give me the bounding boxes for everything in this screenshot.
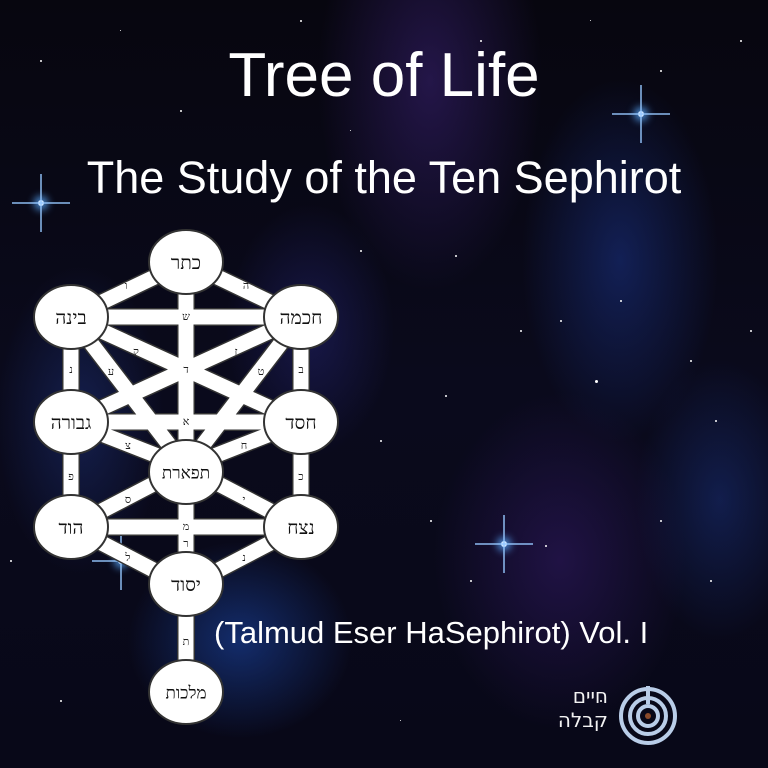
svg-text:נצח: נצח [287,517,314,539]
sefira-netzach [263,494,339,560]
svg-text:צ: צ [125,439,131,452]
svg-text:נ: נ [69,363,73,376]
sefira-hod [33,494,109,560]
bright-star-icon [12,174,70,232]
logo-text: חיים קבלה [556,684,608,732]
tree-of-life-diagram: ו ה ש ד ק ז ע ט נ ב א צ ח פ כ ס י מ ר ל [26,222,346,742]
svg-text:כ: כ [298,470,303,483]
bright-star-icon [612,85,670,143]
svg-text:יסוד: יסוד [171,574,201,596]
svg-text:ע: ע [108,365,114,378]
sefira-keter [148,229,224,295]
bright-star-icon [475,515,533,573]
svg-text:הוד: הוד [59,517,84,539]
path-letters: ו ה ש ד ק ז ע ט נ ב א צ ח פ כ ס י מ ר ל [68,279,304,648]
svg-text:ל: ל [124,551,130,564]
cover-subtitle: The Study of the Ten Sephirot [86,152,682,203]
svg-text:ב: ב [298,363,303,376]
sefira-chesed [263,389,339,455]
svg-text:י: י [243,493,246,506]
svg-text:מלכות: מלכות [165,684,206,704]
svg-text:גבורה: גבורה [51,412,92,434]
sefira-yesod [148,551,224,617]
concentric-circles-icon [616,684,680,748]
svg-text:ח: ח [241,439,248,452]
svg-text:מ: מ [183,520,190,533]
svg-text:א: א [183,415,190,428]
sefira-gevurah [33,389,109,455]
svg-text:ס: ס [125,493,131,506]
logo-line-2: קבלה [557,708,608,732]
svg-text:ט: ט [258,365,265,378]
svg-text:ק: ק [133,345,139,358]
svg-text:ר: ר [183,537,188,550]
svg-text:תפארת: תפארת [162,464,210,484]
svg-text:בינה: בינה [55,307,86,329]
sefira-binah [33,284,109,350]
svg-text:ש: ש [182,310,190,323]
svg-text:כתר: כתר [171,252,201,274]
svg-text:ו: ו [125,279,128,292]
sefira-tiferet [148,439,224,505]
svg-text:חסד: חסד [285,412,316,434]
publisher-logo: חיים קבלה [556,684,756,754]
svg-text:ת: ת [183,635,190,648]
sefira-chokhmah [263,284,339,350]
svg-text:ז: ז [234,345,237,358]
cover-title: Tree of Life [228,41,540,110]
sefira-malkhut [148,659,224,725]
svg-text:ה: ה [243,279,249,292]
svg-text:חכמה: חכמה [280,307,323,329]
volume-line: (Talmud Eser HaSephirot) Vol. I [214,615,649,650]
svg-text:נ: נ [242,551,246,564]
svg-text:ד: ד [183,363,188,376]
sefirot-labels: כתר חכמה בינה חסד גבורה תפארת נצח הוד יס… [51,252,323,704]
logo-line-1: חיים [572,684,608,708]
svg-text:פ: פ [68,470,74,483]
sefirot-nodes [33,229,339,725]
